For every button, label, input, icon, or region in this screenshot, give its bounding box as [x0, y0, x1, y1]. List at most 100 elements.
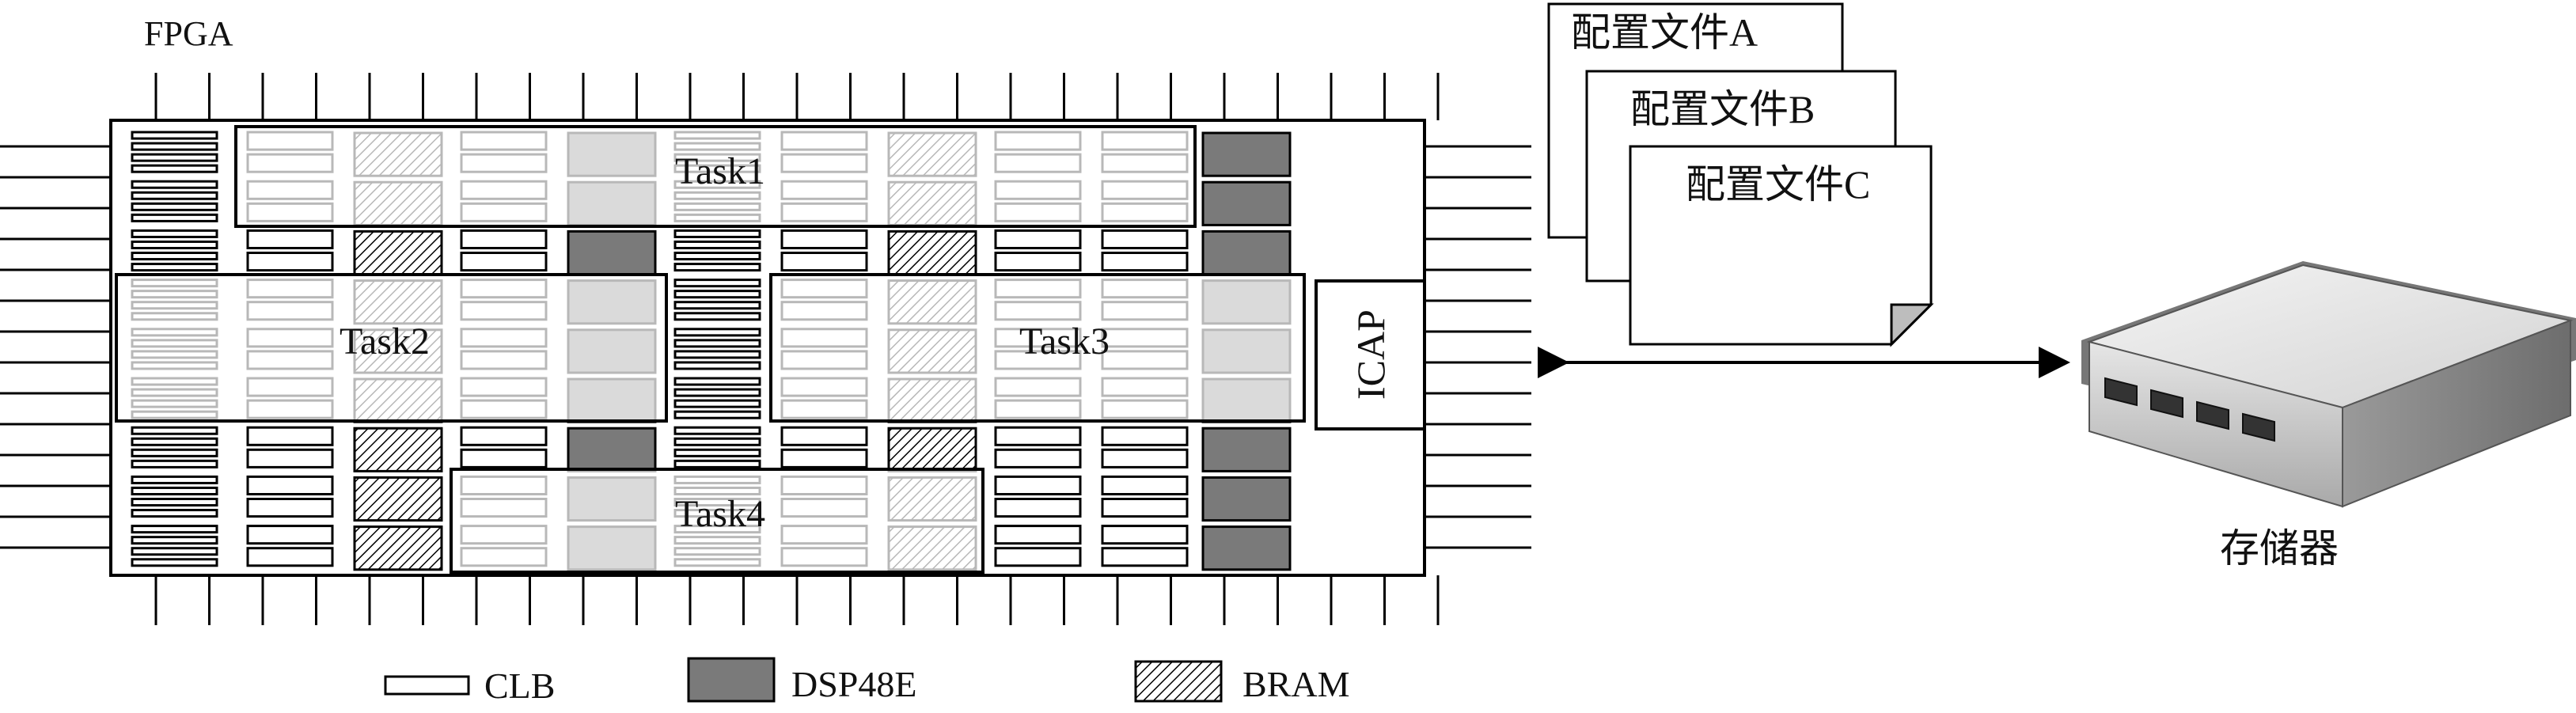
clb-cell	[673, 399, 761, 408]
clb-cell	[460, 229, 548, 249]
clb-cell	[131, 498, 218, 507]
bram-cell	[353, 229, 443, 276]
clb-cell	[1101, 448, 1189, 468]
dsp-cell	[1201, 180, 1292, 226]
clb-cell	[994, 547, 1082, 567]
dsp-cell	[1201, 229, 1292, 276]
storage-label: 存储器	[2220, 526, 2339, 571]
storage-device-icon	[2081, 261, 2576, 508]
clb-cell	[246, 252, 334, 272]
legend-dsp-label: DSP48E	[791, 664, 916, 704]
clb-cell	[460, 252, 548, 272]
legend-clb-swatch	[384, 675, 470, 696]
clb-cell	[131, 153, 218, 162]
clb-cell	[131, 142, 218, 151]
clb-cell	[460, 426, 548, 446]
clb-cell	[246, 229, 334, 249]
dsp-cell	[567, 229, 657, 276]
clb-cell	[673, 350, 761, 359]
clb-cell	[246, 475, 334, 496]
clb-cell	[673, 459, 761, 468]
clb-cell	[1101, 252, 1189, 272]
clb-cell	[131, 252, 218, 261]
clb-cell	[131, 486, 218, 496]
clb-cell	[131, 426, 218, 435]
clb-cell	[1101, 229, 1189, 249]
clb-cell	[1101, 426, 1189, 446]
task-label-2: Task2	[340, 320, 430, 362]
bram-cell	[353, 427, 443, 472]
clb-cell	[131, 475, 218, 484]
dsp-cell	[567, 427, 657, 472]
clb-cell	[131, 437, 218, 446]
clb-cell	[673, 240, 761, 250]
bram-cell	[887, 427, 977, 472]
clb-cell	[1101, 525, 1189, 545]
clb-cell	[673, 426, 761, 435]
clb-cell	[780, 448, 868, 468]
clb-cell	[673, 339, 761, 348]
clb-cell	[246, 498, 334, 518]
clb-cell	[673, 290, 761, 299]
clb-cell	[673, 377, 761, 386]
clb-cell	[131, 525, 218, 534]
clb-cell	[780, 252, 868, 272]
clb-cell	[780, 229, 868, 249]
task-label-1: Task1	[675, 150, 765, 192]
clb-cell	[131, 180, 218, 189]
clb-cell	[673, 252, 761, 261]
clb-cell	[1101, 498, 1189, 518]
task-region-1	[234, 125, 1197, 228]
task-region-3	[769, 273, 1306, 423]
clb-cell	[131, 229, 218, 238]
clb-cell	[673, 328, 761, 337]
clb-cell	[994, 525, 1082, 545]
clb-cell	[673, 279, 761, 288]
clb-cell	[131, 202, 218, 211]
clb-cell	[246, 547, 334, 567]
clb-cell	[131, 547, 218, 556]
fpga-pins	[0, 73, 1531, 625]
clb-cell	[994, 426, 1082, 446]
legend: CLB DSP48E BRAM	[384, 657, 1349, 706]
config-file-c-label: 配置文件C	[1686, 162, 1870, 207]
dsp-cell	[1201, 427, 1292, 472]
clb-cell	[673, 361, 761, 370]
clb-cell	[673, 312, 761, 321]
clb-cell	[131, 448, 218, 457]
legend-bram-label: BRAM	[1242, 664, 1349, 704]
icap-block: ICAP	[1315, 279, 1426, 430]
drive-bay-icons	[2104, 377, 2275, 442]
clb-cell	[994, 448, 1082, 468]
task-label-4: Task4	[675, 493, 765, 535]
clb-cell	[780, 426, 868, 446]
bram-cell	[353, 525, 443, 571]
clb-cell	[673, 410, 761, 419]
legend-bram-swatch	[1134, 660, 1223, 703]
task-region-2	[115, 273, 668, 423]
clb-cell	[673, 263, 761, 272]
clb-cell	[131, 509, 218, 518]
clb-cell	[246, 448, 334, 468]
fpga-label: FPGA	[144, 14, 233, 53]
config-file-a-label: 配置文件A	[1571, 10, 1758, 55]
bram-cell	[887, 229, 977, 276]
clb-cell	[131, 191, 218, 200]
page-fold-icon	[1890, 303, 1934, 347]
clb-cell	[994, 475, 1082, 496]
clb-cell	[131, 536, 218, 545]
clb-cell	[131, 213, 218, 222]
clb-cell	[131, 131, 218, 140]
clb-cell	[246, 525, 334, 545]
clb-cell	[673, 301, 761, 310]
clb-cell	[673, 437, 761, 446]
config-file-b-label: 配置文件B	[1630, 87, 1815, 131]
clb-cell	[1101, 475, 1189, 496]
clb-cell	[994, 252, 1082, 272]
clb-cell	[131, 240, 218, 250]
bram-cell	[353, 476, 443, 522]
icap-label: ICAP	[1349, 309, 1393, 400]
task-label-3: Task3	[1019, 320, 1110, 362]
